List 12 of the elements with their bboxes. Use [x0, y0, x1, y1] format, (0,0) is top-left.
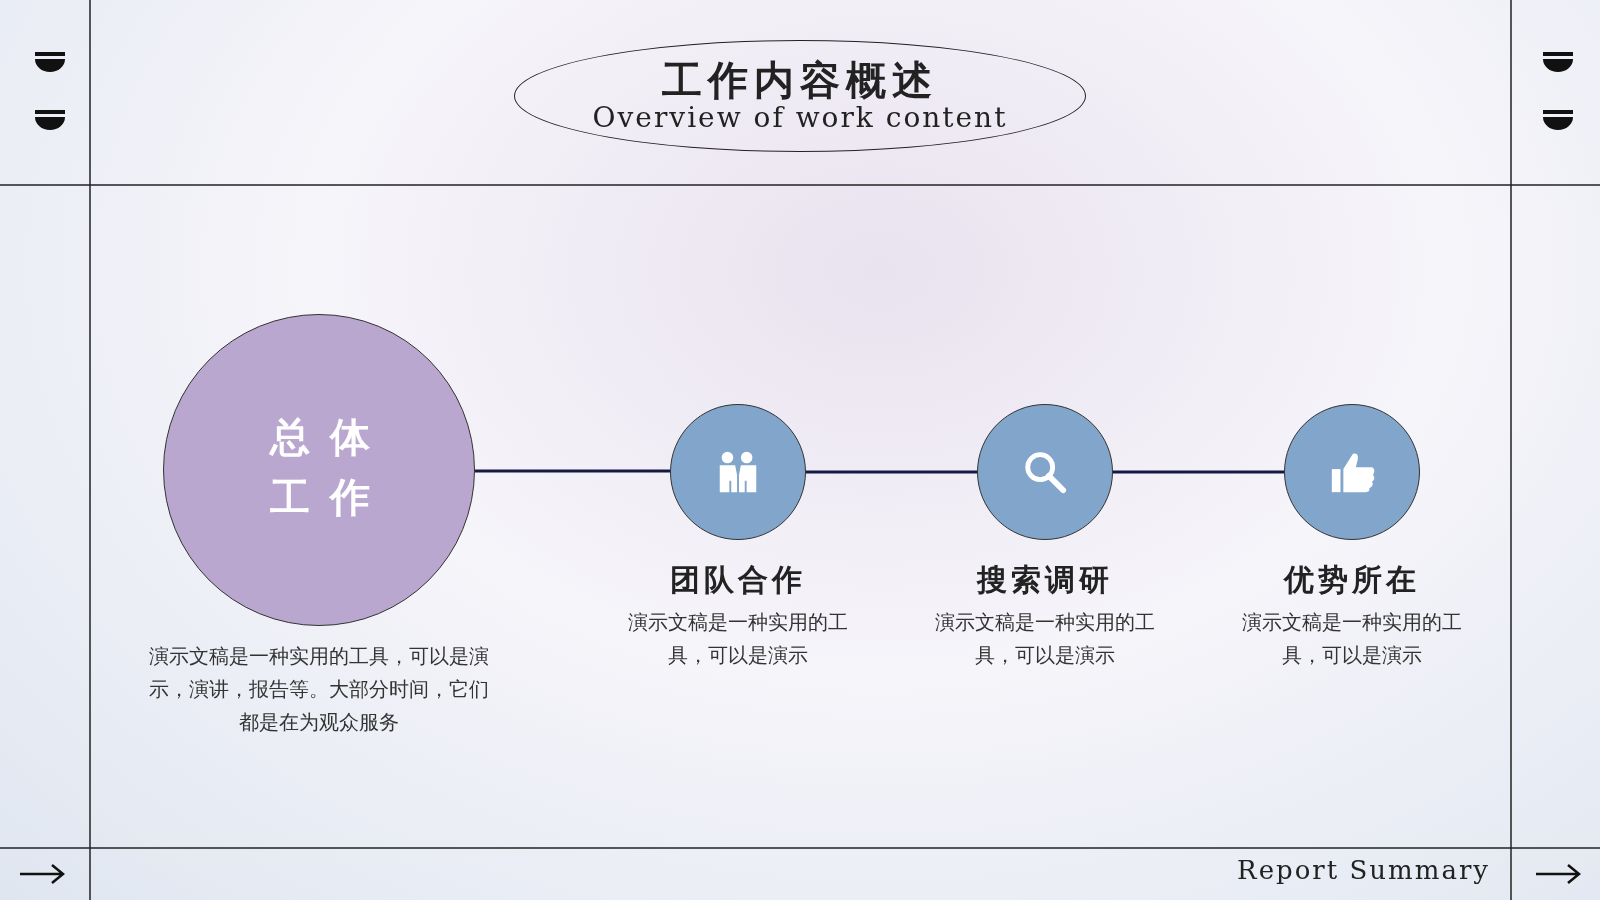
description-text: 演示文稿是一种实用的工具，可以是演示，演讲，报告等。大部分时间，它们都是在为观众服务	[149, 643, 489, 736]
circle-heading: 总体工作	[270, 413, 390, 522]
description-text: 演示文稿是一种实用的工具，可以是演示	[934, 609, 1156, 669]
item-heading: 优势所在	[1282, 561, 1421, 599]
item-heading: 搜索调研	[975, 561, 1114, 599]
connector-line	[1113, 470, 1284, 474]
connector-line	[806, 470, 977, 474]
description-text: 演示文稿是一种实用的工具，可以是演示	[1241, 609, 1463, 669]
description-text: 演示文稿是一种实用的工具，可以是演示	[627, 609, 849, 669]
footer-text: Report Summary	[1237, 855, 1490, 885]
connector-line	[475, 469, 670, 473]
item-heading: 团队合作	[669, 561, 807, 599]
